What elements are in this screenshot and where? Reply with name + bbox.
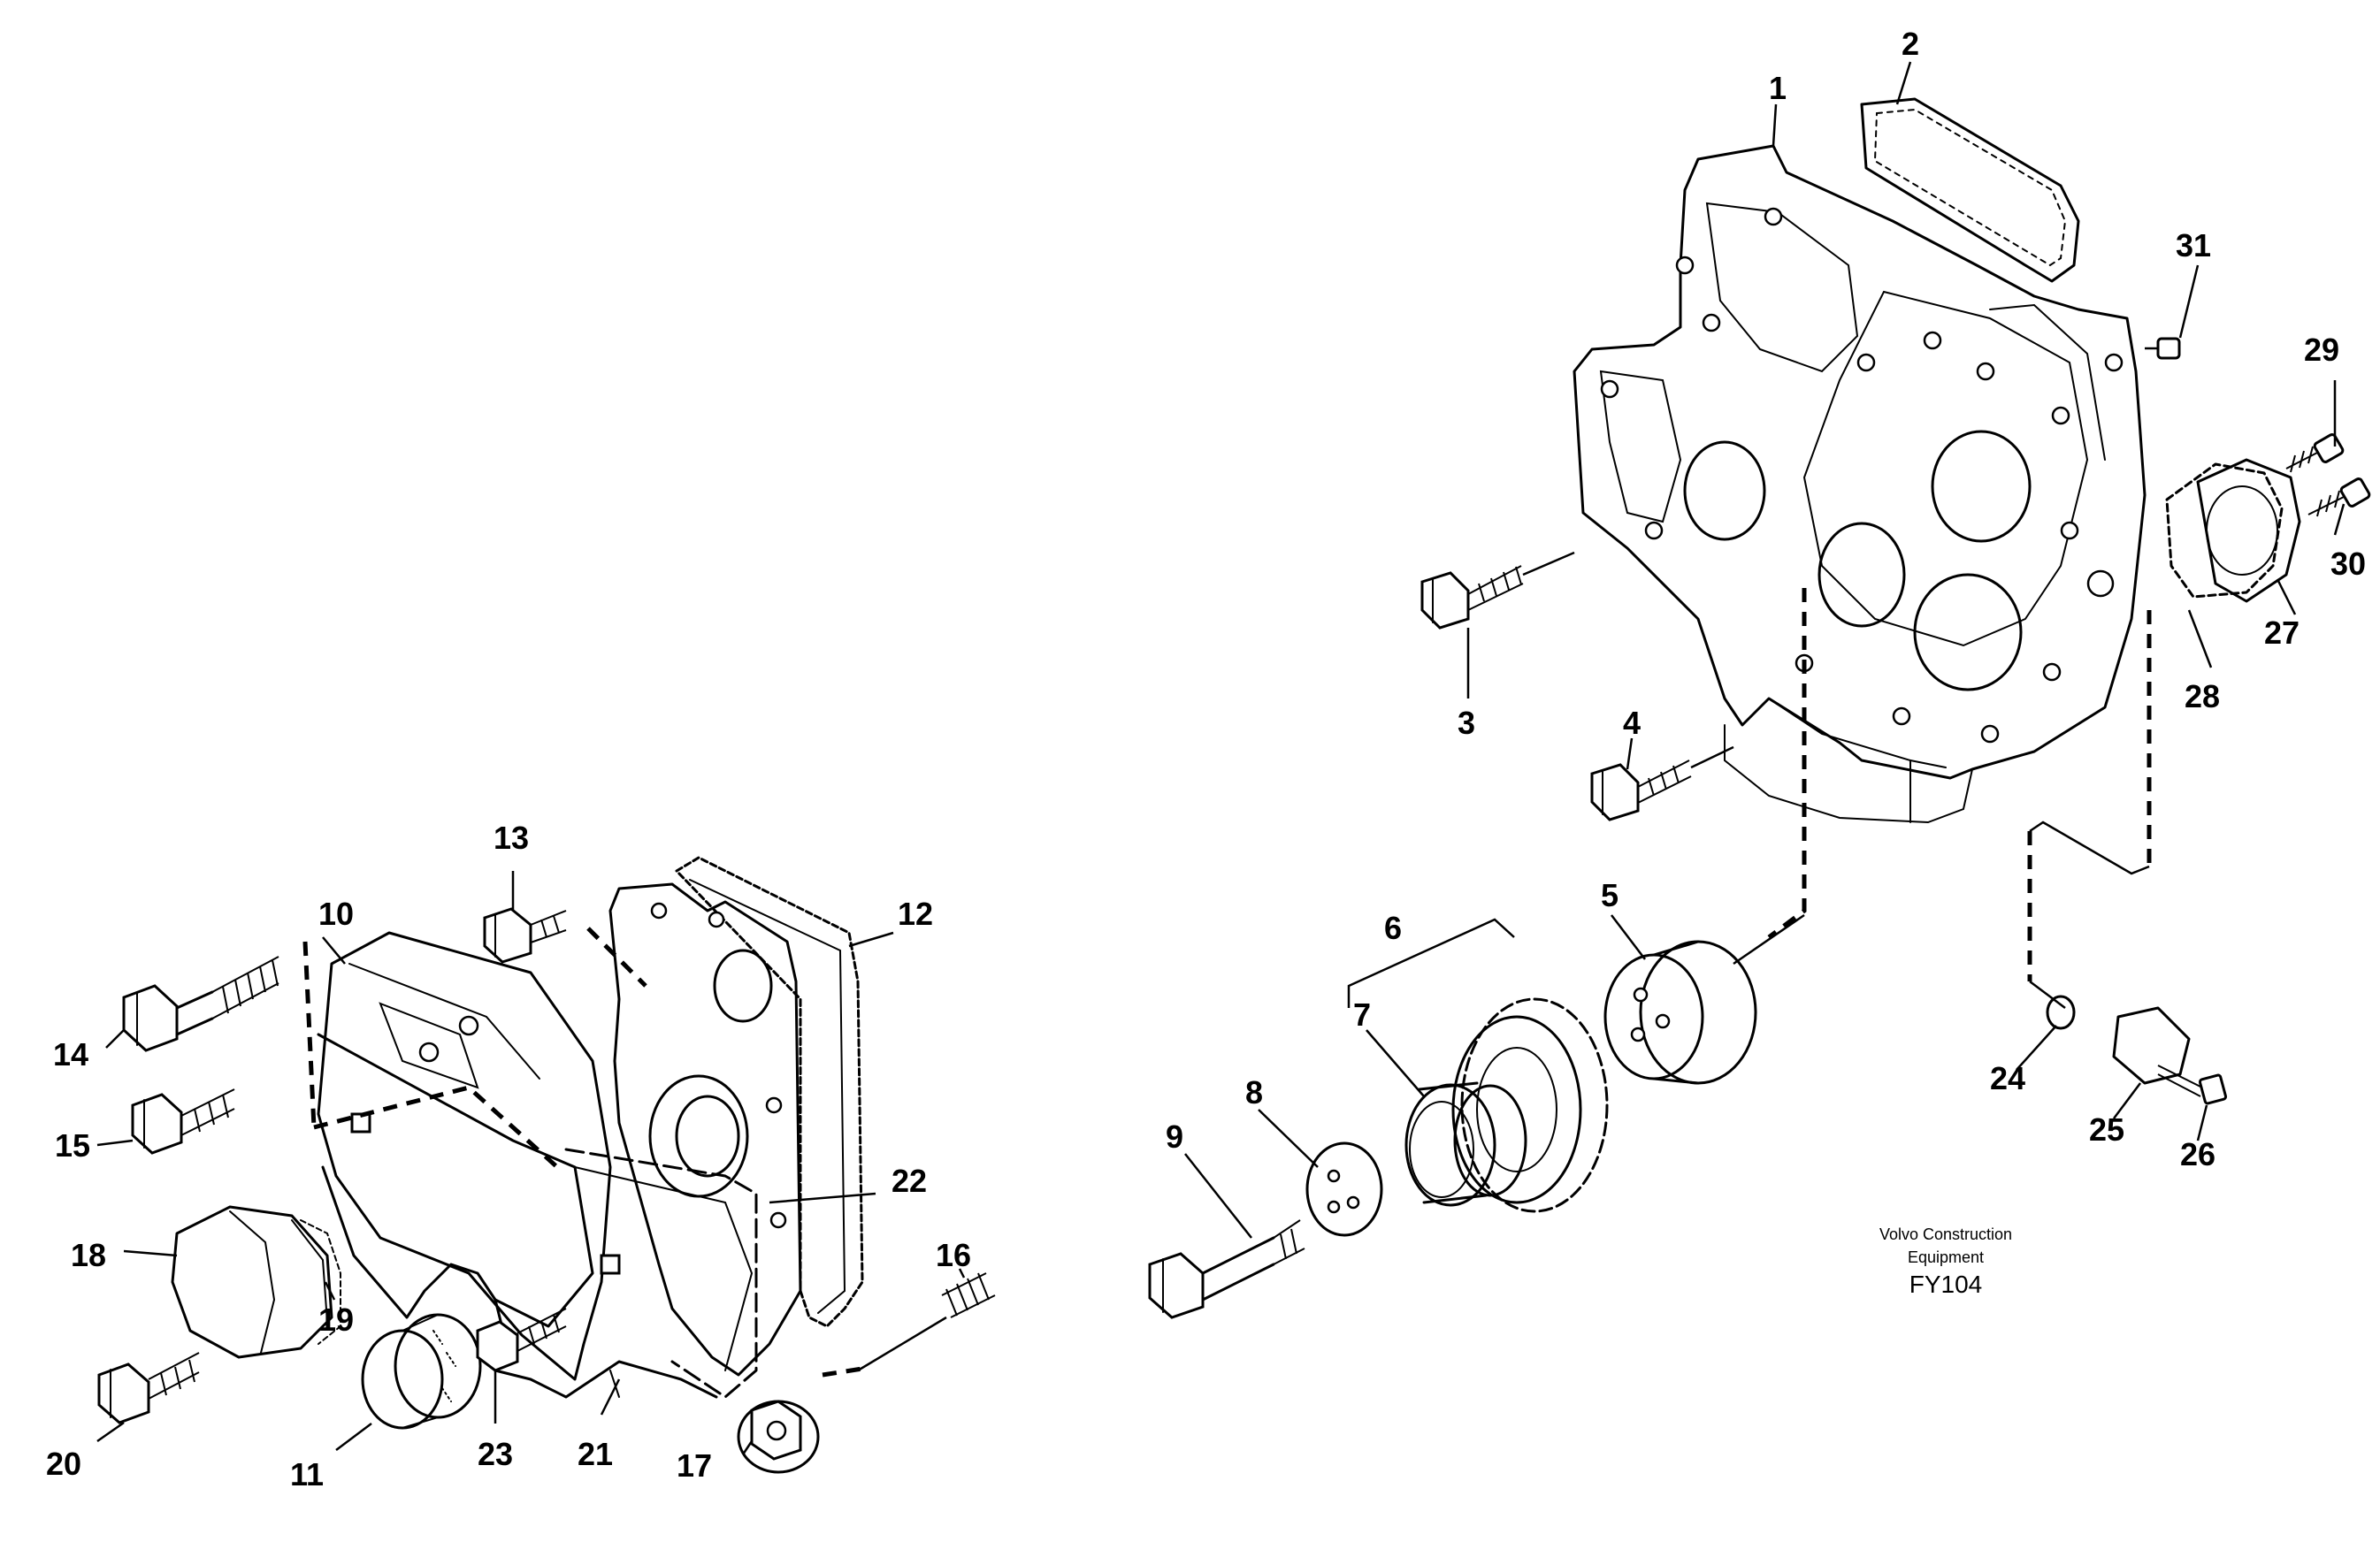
label-31: 31 (2176, 227, 2211, 263)
label-27: 27 (2264, 615, 2300, 651)
assembly-line-13 (586, 927, 647, 988)
gasket-19 (300, 1219, 341, 1345)
gear-6 (1347, 918, 1609, 1213)
label-15: 15 (55, 1127, 90, 1164)
label-12: 12 (898, 896, 933, 932)
cover-leader (2029, 821, 2150, 875)
bolt-20 (97, 1352, 200, 1424)
hub-5 (1603, 940, 1757, 1085)
cover-and-gasket (2165, 458, 2301, 603)
label-10: 10 (318, 896, 354, 932)
label-20: 20 (46, 1446, 81, 1482)
assembly-line-hub (1767, 588, 1807, 939)
caption-company-line2: Equipment (1908, 1248, 1984, 1266)
label-26: 26 (2180, 1136, 2215, 1172)
bolt-3 (1420, 551, 1575, 630)
label-14: 14 (53, 1036, 88, 1073)
bolt-15 (131, 1088, 235, 1155)
leader-lines (96, 61, 2346, 1455)
label-22: 22 (892, 1163, 927, 1199)
label-8: 8 (1245, 1074, 1263, 1111)
seal-ring-11 (361, 1313, 482, 1430)
label-5: 5 (1601, 877, 1619, 913)
assembly-line-16 (822, 1366, 863, 1378)
label-13: 13 (494, 820, 529, 856)
label-2: 2 (1902, 26, 1919, 62)
assembly-line-14 (302, 941, 317, 1128)
cap-18 (171, 1205, 333, 1359)
caption-figure-code: FY104 (1909, 1271, 1983, 1298)
small-parts-24-26 (2046, 995, 2228, 1105)
label-4: 4 (1623, 705, 1641, 741)
gasket-12 (675, 856, 864, 1328)
label-16: 16 (936, 1237, 971, 1273)
label-6: 6 (1384, 910, 1402, 946)
label-19: 19 (318, 1302, 354, 1338)
label-28: 28 (2185, 678, 2220, 714)
label-18: 18 (71, 1237, 106, 1273)
bolt-9 (1148, 1219, 1305, 1319)
label-23: 23 (478, 1436, 513, 1472)
nut-17 (737, 1400, 820, 1474)
label-7: 7 (1353, 996, 1371, 1033)
timing-gear-housing (1573, 144, 2147, 824)
label-24: 24 (1990, 1060, 2025, 1096)
lower-cover-21 (321, 1165, 718, 1399)
caption-company-line1: Volvo Construction (1879, 1225, 2012, 1243)
stud-16 (857, 1272, 996, 1372)
plate-leader (2029, 981, 2066, 1009)
label-17: 17 (677, 1447, 712, 1484)
front-cover-10 (317, 931, 758, 1399)
label-3: 3 (1458, 705, 1475, 741)
label-11: 11 (290, 1456, 324, 1492)
label-21: 21 (578, 1436, 613, 1472)
washer-8 (1305, 1141, 1383, 1237)
bolt-23 (476, 1308, 567, 1372)
label-29: 29 (2304, 332, 2339, 368)
hub-leader (1733, 913, 1805, 966)
label-9: 9 (1166, 1118, 1183, 1155)
assembly-line-15 (313, 1085, 559, 1169)
callout-labels: 1 2 3 4 5 6 7 8 9 10 11 12 13 14 15 16 1… (46, 26, 2366, 1492)
plug-31 (2145, 337, 2181, 360)
caption: Volvo Construction Equipment FY104 (1879, 1225, 2012, 1298)
label-25: 25 (2089, 1111, 2124, 1148)
screws-29-30 (2285, 433, 2371, 517)
bushing-7 (1404, 1081, 1527, 1207)
bolt-13 (483, 907, 567, 964)
bolt-4 (1590, 745, 1734, 821)
seal-housing (648, 1074, 749, 1198)
bolt-14 (122, 956, 279, 1052)
cover-plate-22 (608, 882, 802, 1377)
gasket-upper (1860, 97, 2080, 283)
label-1: 1 (1769, 70, 1787, 106)
label-30: 30 (2330, 546, 2366, 582)
